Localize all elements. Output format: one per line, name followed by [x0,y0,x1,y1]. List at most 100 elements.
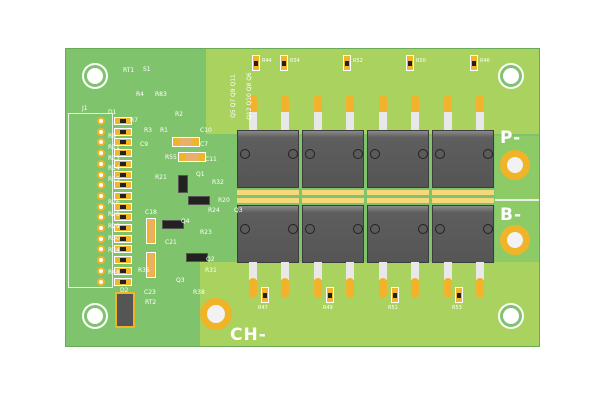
gate-resistor [280,55,288,71]
p-minus-label: P- [500,128,522,148]
mosfet-pad [281,95,289,115]
mosfet-lead [249,112,257,130]
component-label: C9 [140,141,149,148]
resistor [114,149,132,158]
resistor [114,234,132,243]
mosfet-pad [249,95,257,115]
mount-hole [84,65,106,87]
mosfet-lead [346,262,354,280]
mosfet [367,130,429,188]
connector-pin [97,224,105,232]
component-label: D2 [120,287,129,294]
component-label: R15 [108,176,120,183]
connector-pin [97,234,105,243]
connector-pin [97,202,105,211]
component-label: Q3 [234,207,243,214]
mosfet-hole [240,149,250,159]
heatsink-strip [432,198,494,203]
connector-j1 [68,113,113,288]
gate-resistor [470,55,478,71]
component-label: D1 [108,109,117,116]
resistor [114,138,132,147]
connector-pin [97,170,105,179]
mosfet-lead [249,262,257,280]
component-label: R48 [108,269,120,276]
mosfet-hole [288,149,298,159]
resistor [114,266,132,275]
resistor [114,202,132,211]
transistor-q1 [178,175,188,193]
mosfet [302,205,364,263]
mosfet-lead [444,112,452,130]
mosfet-pad [411,278,419,298]
divider [495,199,539,201]
component-label: C11 [205,156,217,163]
gate-resistor-label: R52 [353,58,363,64]
connector-label: J1 [82,105,88,112]
resistor [114,224,132,232]
mosfet-pad [249,278,257,298]
gate-resistor [455,287,463,303]
mosfet-pad [346,95,354,115]
component-label: S1 [143,66,151,73]
capacitor-c23 [146,252,156,278]
b-minus-pad[interactable] [500,225,530,255]
gate-resistor [391,287,399,303]
connector-pin [97,256,105,265]
component-label: C21 [165,239,177,246]
component-label: R20 [218,197,230,204]
heatsink-strip [237,198,299,203]
connector-pin [97,277,105,286]
component-label: R21 [155,174,167,181]
component-label: R11 [108,144,120,151]
mosfet [432,130,494,188]
gate-resistor-label: R44 [262,58,272,64]
mosfet-hole [353,149,363,159]
component-label: RT1 [123,67,135,74]
mosfet [367,205,429,263]
resistor [114,117,132,125]
mosfet-lead [411,112,419,130]
mosfet-hole [305,149,315,159]
p-minus-pad[interactable] [500,150,530,180]
gate-resistor [326,287,334,303]
mosfet-pad [314,278,322,298]
mosfet-hole [370,149,380,159]
component-label: R38 [193,289,205,296]
gate-resistor-label: R46 [480,58,490,64]
mosfet-lead [281,112,289,130]
gate-resistor [343,55,351,71]
connector-pin [97,138,105,147]
component-label: RT2 [145,299,157,306]
gate-resistor [406,55,414,71]
ch-minus-pad[interactable] [200,298,232,330]
transistor-q4 [162,220,184,229]
resistor [114,245,132,254]
mosfet-hole [305,224,315,234]
b-minus-label: B- [500,205,523,225]
mosfet-lead [314,112,322,130]
gate-resistor [252,55,260,71]
component-label: R9 [108,133,116,140]
component-label: R3 [144,127,152,134]
connector-pin [97,213,105,222]
mount-hole [84,305,106,327]
mosfet-pad [476,95,484,115]
gate-resistor-label: R47 [258,305,268,311]
mosfet-pad [379,95,387,115]
mosfet [237,130,299,188]
mount-hole [500,305,522,327]
connector-pin [97,266,105,275]
resistor [114,127,132,136]
resistor [114,181,132,190]
ch-minus-label: CH- [230,325,267,345]
component-label: R1 [160,127,168,134]
resistor [114,277,132,286]
mosfet-lead [379,262,387,280]
component-label: R24 [208,207,220,214]
mount-hole [500,65,522,87]
component-label: Q3 [176,277,185,284]
resistor [114,170,132,179]
mosfet-hole [353,224,363,234]
mosfet-hole [240,224,250,234]
